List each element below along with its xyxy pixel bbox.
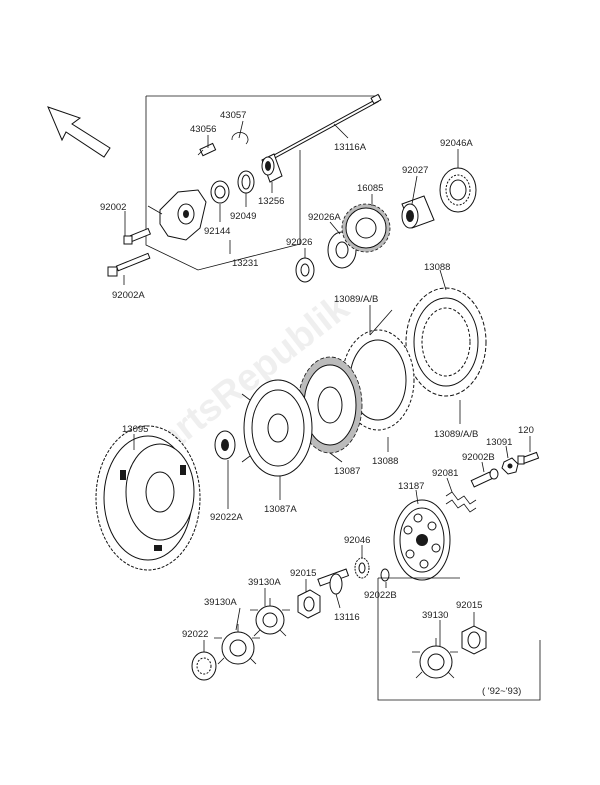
gear-16085: [341, 203, 391, 253]
screw-43056: [197, 142, 217, 157]
lockwasher-39130A-upper: [250, 598, 290, 637]
bolt-92002A: [107, 252, 151, 277]
bearing-92046: [354, 557, 370, 579]
nut-13091: [501, 457, 519, 475]
lockwasher-39130-inset: [412, 638, 458, 679]
bushing-13256: [261, 153, 283, 183]
release-lever-housing: [147, 189, 207, 241]
label-13095: 13095: [122, 424, 148, 435]
label-92002A: 92002A: [112, 290, 145, 301]
part-labels: 43057 43056 13116A 92046A 92002 92027 16…: [100, 110, 534, 697]
label-13231: 13231: [232, 258, 258, 269]
label-92015-inset: 92015: [456, 600, 482, 611]
friction-plates-stack: [341, 287, 487, 431]
label-92027: 92027: [402, 165, 428, 176]
pressure-plate-13087A: [241, 379, 313, 477]
label-13116A: 13116A: [334, 142, 367, 153]
label-13088-top: 13088: [424, 262, 450, 273]
label-13187: 13187: [398, 481, 424, 492]
label-92022: 92022: [182, 629, 208, 640]
bearing-92049: [237, 170, 255, 194]
shaft-13116: [317, 568, 350, 595]
bolt-92002: [123, 227, 152, 245]
label-92002B-upper: 92002B: [462, 452, 495, 463]
spacer-92027: [401, 195, 435, 229]
label-92026: 92026: [286, 237, 312, 248]
leader-lines: [123, 120, 531, 652]
label-43057: 43057: [220, 110, 246, 121]
screw-120: [517, 451, 540, 465]
inset-note: ( '92~'93): [482, 686, 521, 697]
label-92046A: 92046A: [440, 138, 473, 149]
label-13087A: 13087A: [264, 504, 297, 515]
label-13089AB-top: 13089/A/B: [334, 294, 378, 305]
washer-92026: [295, 257, 315, 283]
label-92049: 92049: [230, 211, 256, 222]
inset-box: [377, 577, 541, 701]
needle-bearing-92046A: [439, 167, 477, 213]
label-39130A-upper: 39130A: [248, 577, 281, 588]
label-120: 120: [518, 425, 534, 436]
clutch-housing-13095: [95, 425, 201, 571]
spring-92081: [445, 491, 477, 513]
nut-92015: [297, 589, 321, 619]
label-92022A: 92022A: [210, 512, 243, 523]
oil-seal-92144: [210, 180, 230, 204]
label-13256: 13256: [258, 196, 284, 207]
label-92015: 92015: [290, 568, 316, 579]
label-92046: 92046: [344, 535, 370, 546]
label-39130: 39130: [422, 610, 448, 621]
label-92022B-lower: 92022B: [364, 590, 397, 601]
lockwasher-39130A-lower: [214, 624, 260, 665]
label-92002: 92002: [100, 202, 126, 213]
label-92081: 92081: [432, 468, 458, 479]
bolt-92002B-upper: [470, 468, 499, 488]
clip-43057: [231, 132, 249, 145]
front-direction-arrow-icon: [47, 106, 111, 158]
label-43056: 43056: [190, 124, 216, 135]
label-16085: 16085: [357, 183, 383, 194]
label-13091: 13091: [486, 437, 512, 448]
label-39130A-lower: 39130A: [204, 597, 237, 608]
label-92026A: 92026A: [308, 212, 341, 223]
label-13116: 13116: [334, 612, 360, 623]
pushrod-13116A: [267, 93, 382, 162]
bearing-92022: [191, 651, 217, 681]
washer-92022A: [214, 430, 236, 460]
nut-92015-inset: [461, 625, 487, 655]
clutch-hub-13087: [297, 356, 363, 454]
release-plate-13187: [393, 499, 451, 581]
label-13088-mid: 13088: [372, 456, 398, 467]
label-13089AB-right: 13089/A/B: [434, 429, 478, 440]
washer-92022B: [380, 568, 390, 582]
label-13087: 13087: [334, 466, 360, 477]
release-group-frame: [145, 95, 380, 271]
label-92144: 92144: [204, 226, 230, 237]
